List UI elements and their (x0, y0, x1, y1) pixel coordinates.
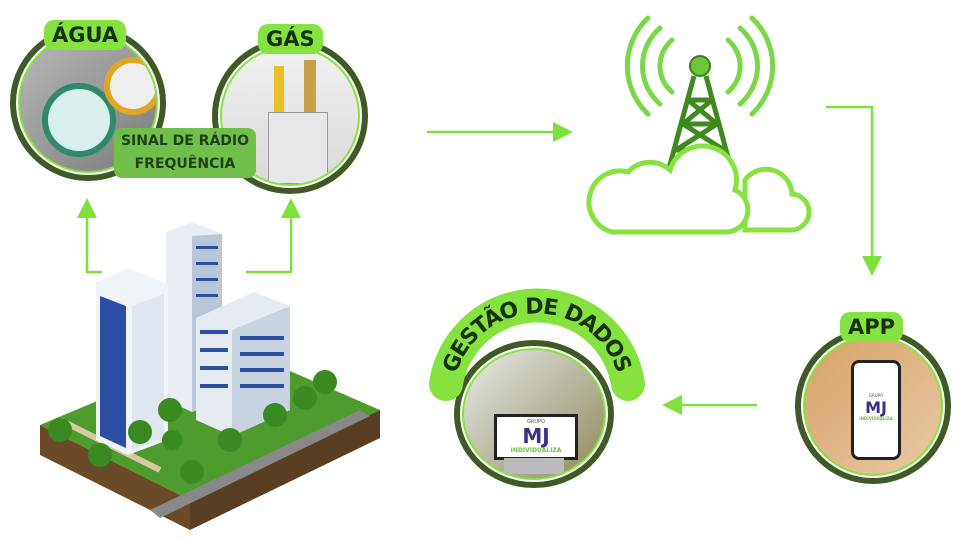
arrow-building-to-water (77, 198, 102, 274)
water-label: ÁGUA (44, 20, 127, 50)
app-photo: GRUPO MJ INDIVIDUALIZA (795, 328, 951, 484)
app-logo-tagline: INDIVIDUALIZA (859, 416, 893, 421)
logo-tagline: INDIVIDUALIZA (510, 447, 562, 454)
logo-brand: MJ (522, 424, 550, 448)
gas-meter-icon (268, 112, 328, 184)
phone-icon: GRUPO MJ INDIVIDUALIZA (851, 360, 901, 460)
app-logo-brand: MJ (865, 398, 887, 417)
radio-signal-label: SINAL DE RÁDIO FREQUÊNCIA (114, 128, 256, 178)
water-meter-icon (42, 83, 116, 157)
app-logo-group: GRUPO (868, 393, 884, 398)
gas-pipe-icon (274, 66, 284, 114)
cloud-icon (586, 143, 812, 235)
app-label: APP (840, 312, 904, 342)
logo-group: GRUPO (527, 419, 545, 425)
water-meter-photo (10, 25, 166, 181)
arrow-tower-to-app (826, 105, 882, 276)
water-meter-yellow-icon (104, 57, 156, 115)
arrow-building-to-gas (246, 198, 301, 274)
gas-label: GÁS (258, 24, 323, 54)
buildings-illustration (40, 222, 380, 530)
laptop-screen: GRUPO MJ INDIVIDUALIZA (494, 414, 578, 460)
radio-tower-icon (624, 15, 776, 173)
gas-pipe-icon (304, 60, 316, 114)
data-management-photo: GRUPO MJ INDIVIDUALIZA (454, 340, 614, 488)
laptop-keyboard (504, 458, 564, 474)
